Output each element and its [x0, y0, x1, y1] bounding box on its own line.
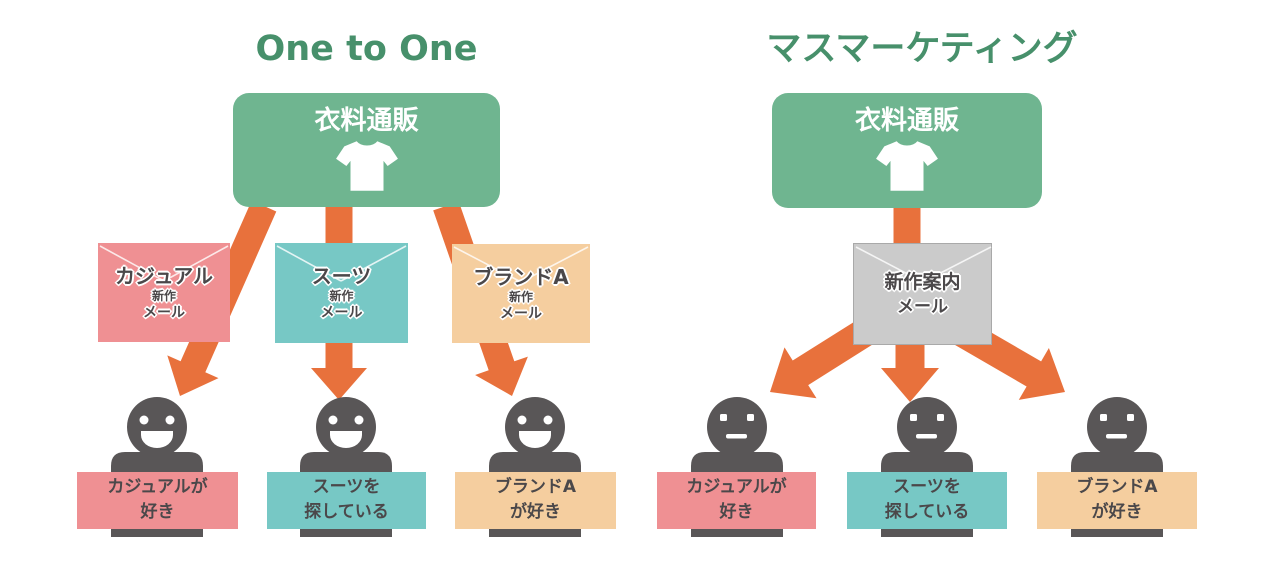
mail-subtitle: 新作 [151, 288, 176, 303]
label-line: カジュアルが [686, 477, 787, 497]
label-line: 好き [140, 502, 175, 522]
left-shop-name: 衣料通販 [314, 106, 419, 136]
tshirt-icon [335, 141, 398, 191]
happy-face-icon [517, 415, 553, 448]
mail-type: メール [499, 305, 542, 322]
mail-type: メール [320, 305, 363, 321]
label-line: 好き [719, 502, 754, 522]
mail-title: ブランドA [473, 264, 569, 289]
tshirt-icon [876, 141, 938, 191]
left-shop-box: 衣料通販 [233, 93, 500, 207]
mail-text: 新作案内 メール [884, 269, 960, 319]
label-line: スーツを [893, 477, 961, 497]
mail-type: メール [143, 304, 185, 321]
label-line: ブランドA [1076, 477, 1158, 497]
neutral-face-icon [720, 414, 754, 439]
customer-label-suit: スーツを 探している [847, 472, 1007, 529]
customer-label-casual: カジュアルが 好き [77, 472, 238, 529]
right-shop-box: 衣料通販 [772, 93, 1042, 208]
happy-face-icon [139, 415, 175, 448]
mail-brand-a: ブランドA 新作 メール [452, 244, 590, 343]
mail-suit: スーツ 新作 メール [275, 243, 408, 343]
mail-type: メール [896, 297, 948, 317]
customer-label-brand-a: ブランドA が好き [455, 472, 616, 529]
mail-casual: カジュアル 新作 メール [98, 243, 230, 342]
mail-text: スーツ 新作 メール [312, 263, 372, 323]
label-line: 探している [304, 502, 389, 522]
mail-text: ブランドA 新作 メール [473, 264, 568, 324]
mail-subtitle: 新作 [329, 289, 354, 303]
neutral-face-icon [910, 414, 944, 439]
mail-subtitle: 新作 [508, 289, 533, 304]
mail-title: 新作案内 [884, 271, 961, 293]
customer-label-casual: カジュアルが 好き [657, 472, 816, 529]
label-line: 探している [884, 502, 970, 522]
label-line: ブランドA [494, 477, 577, 497]
mail-title: カジュアル [115, 263, 213, 288]
envelope-flap-icon [855, 246, 992, 283]
customer-label-brand-a: ブランドA が好き [1037, 472, 1197, 529]
left-panel-title: One to One [255, 29, 478, 69]
customer-label-suit: スーツを 探している [267, 472, 426, 529]
right-panel-title: マスマーケティング [766, 29, 1078, 69]
label-line: スーツを [312, 477, 381, 497]
mail-title: スーツ [311, 264, 372, 288]
mail-mass-announcement: 新作案内 メール [853, 243, 992, 345]
label-line: カジュアルが [107, 477, 208, 497]
happy-face-icon [328, 415, 364, 448]
neutral-face-icon [1100, 414, 1134, 439]
envelope-flap-icon [453, 246, 589, 283]
mail-text: カジュアル 新作 メール [115, 263, 213, 323]
label-line: が好き [1091, 502, 1143, 522]
label-line: が好き [510, 502, 561, 522]
right-shop-name: 衣料通販 [854, 106, 959, 136]
envelope-flap-icon [276, 245, 407, 282]
envelope-flap-icon [99, 245, 229, 282]
